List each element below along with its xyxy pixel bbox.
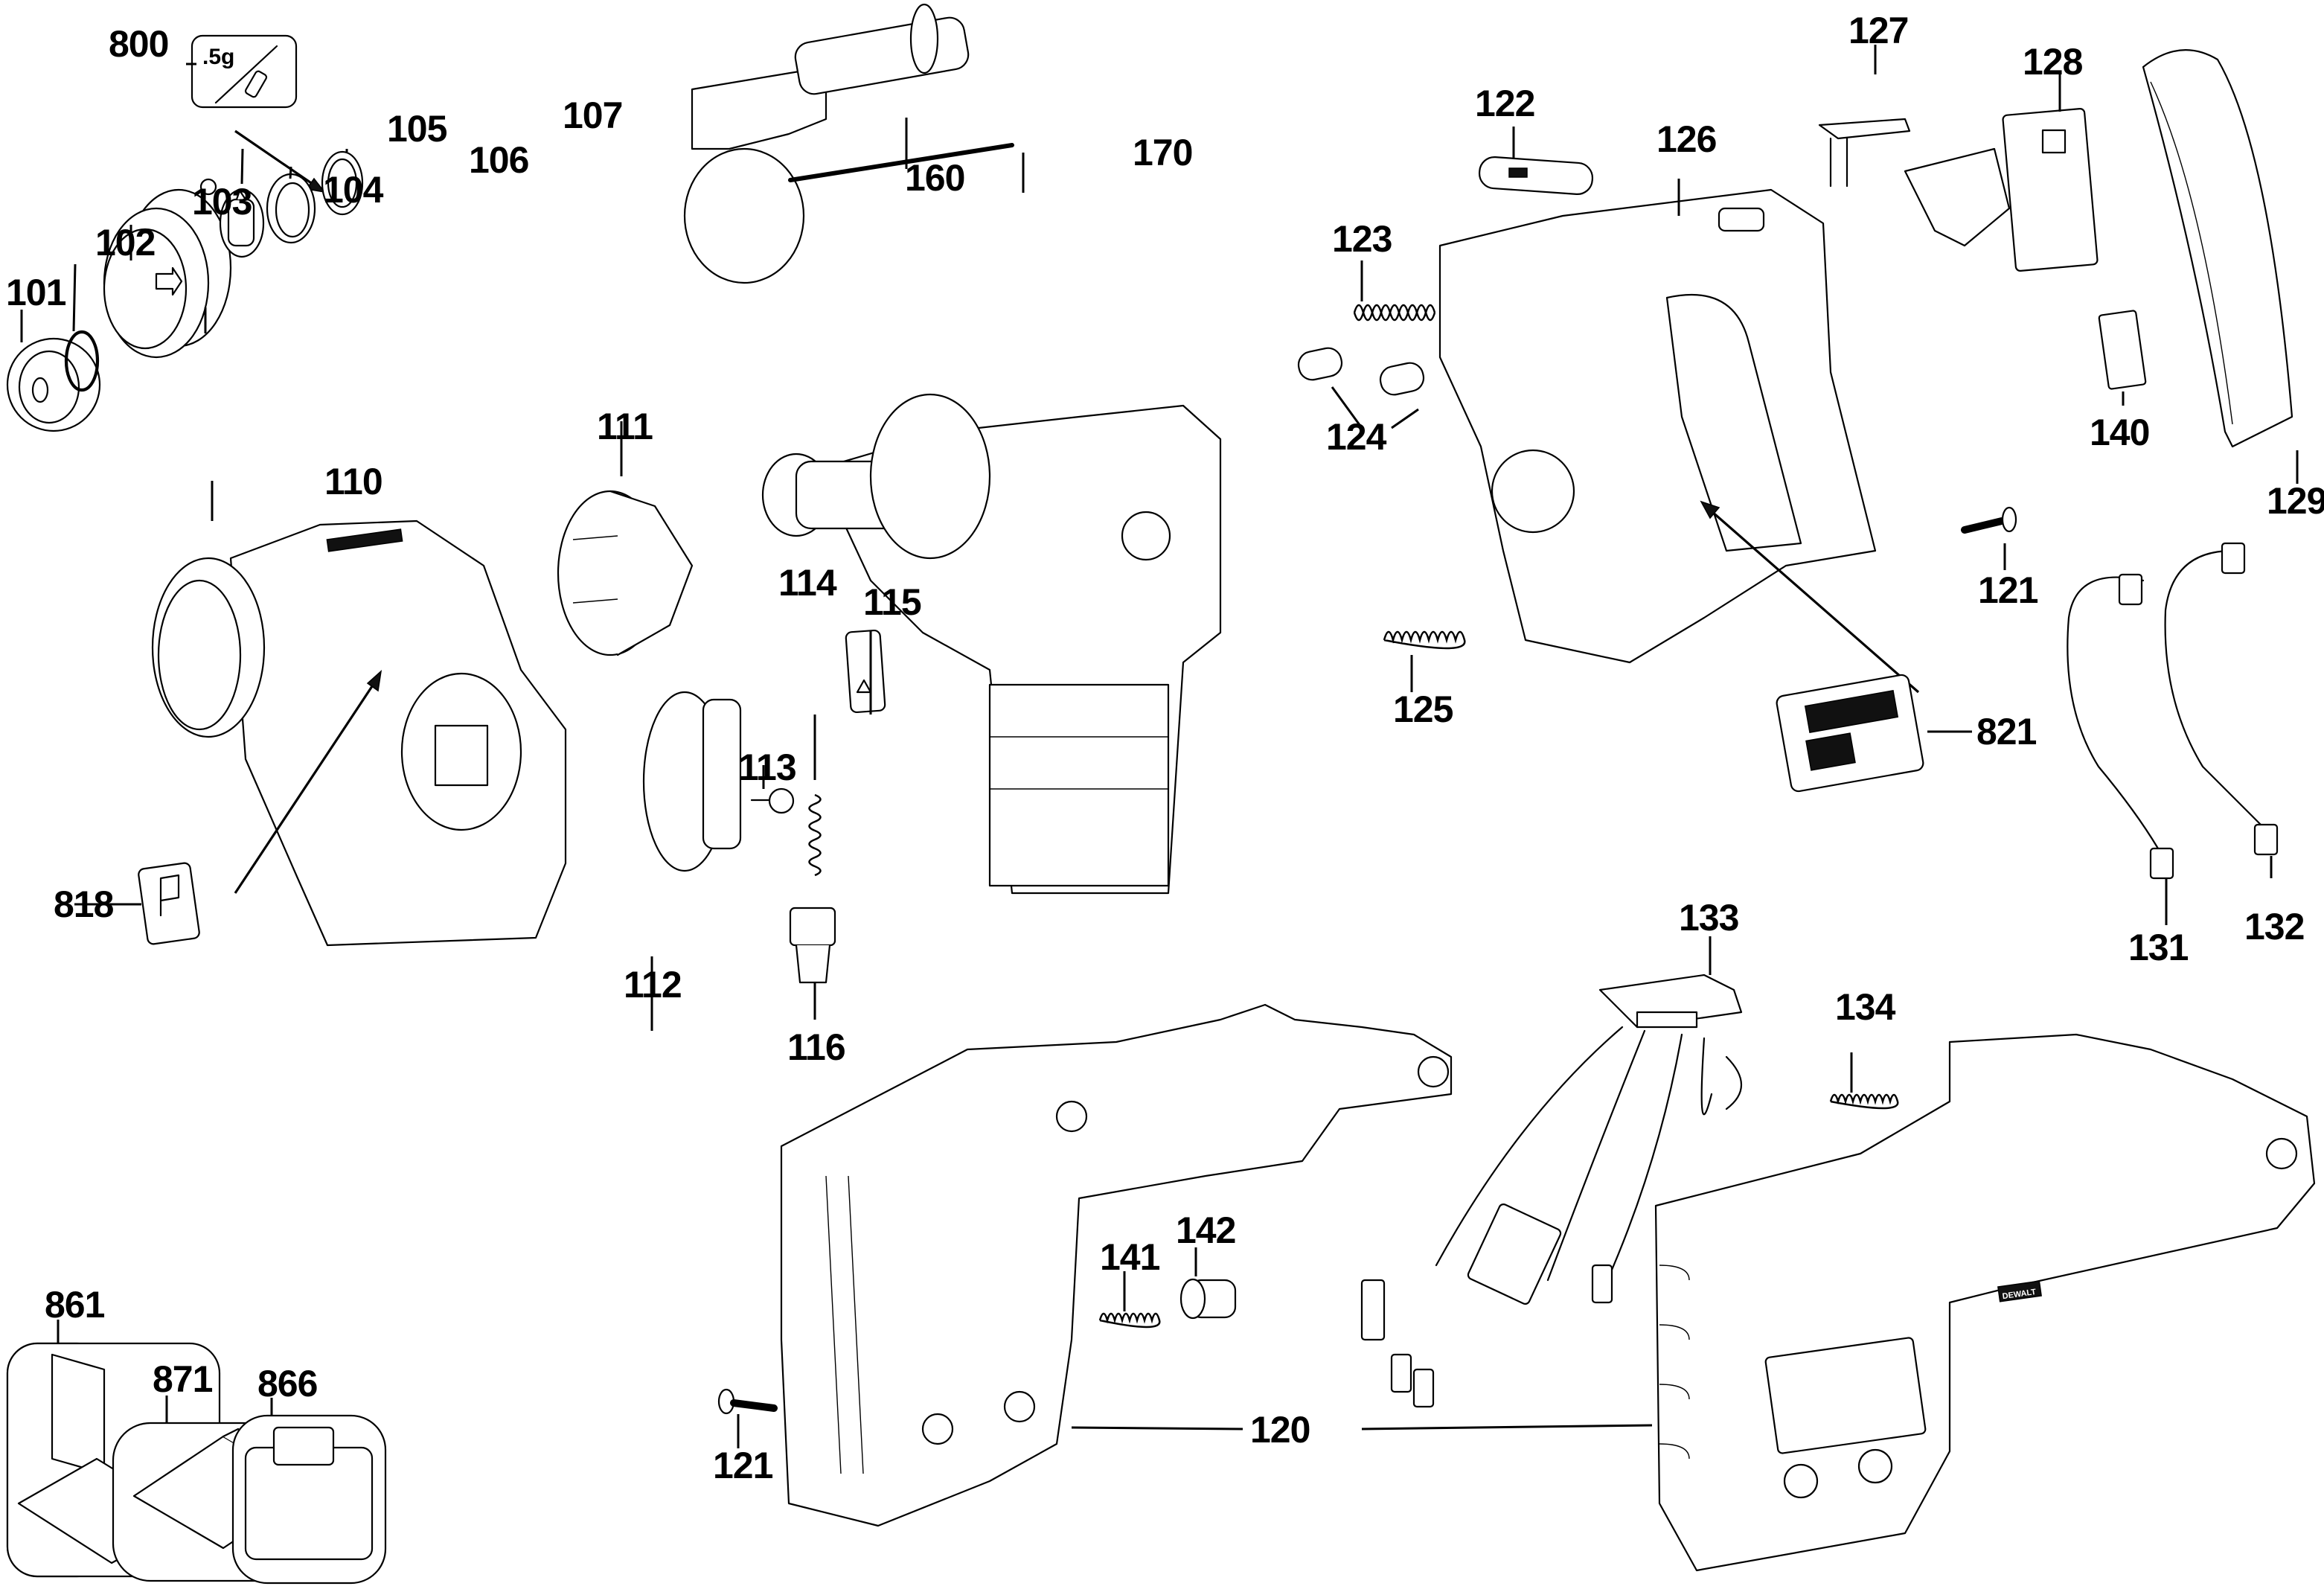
callout-107[interactable]: 107 [563, 95, 623, 136]
part-120-clamshell-housing-left[interactable] [780, 1003, 1453, 1527]
part-103-chuck-sleeve[interactable] [103, 188, 232, 359]
callout-134[interactable]: 134 [1835, 986, 1897, 1028]
part-140-damper[interactable] [2098, 310, 2147, 390]
callout-116[interactable]: 116 [787, 1026, 846, 1068]
callout-821[interactable]: 821 [1976, 711, 2037, 752]
callout-115[interactable]: 115 [863, 581, 922, 623]
part-120-clamshell-housing-right[interactable]: DEWALT [1654, 1033, 2316, 1572]
part-821-nameplate-label[interactable] [1776, 674, 1924, 793]
callout-131[interactable]: 131 [2128, 927, 2189, 968]
callout-122[interactable]: 122 [1475, 83, 1535, 124]
part-141-spring[interactable] [1098, 1312, 1161, 1329]
callout-133[interactable]: 133 [1679, 897, 1739, 939]
part-134-spring[interactable] [1829, 1093, 1899, 1110]
callout-125[interactable]: 125 [1393, 688, 1454, 730]
callout-111[interactable]: 111 [597, 406, 653, 447]
leader-lines [20, 45, 2299, 1448]
part-122-foam-pad[interactable] [1478, 156, 1594, 196]
part-126-handle-housing[interactable] [1438, 188, 1877, 664]
callout-104[interactable]: 104 [323, 169, 385, 211]
part-102-retaining-ring-inner [65, 331, 98, 391]
part-125-spring[interactable] [1383, 630, 1466, 650]
part-821-pointer-arrow [1704, 505, 1920, 694]
part-142-bushing[interactable] [1179, 1278, 1237, 1320]
callout-labels: 800 101 102 103 104 105 106 107 160 170 … [6, 10, 2324, 1486]
callout-140[interactable]: 140 [2090, 412, 2150, 453]
motor-gearbox-assembly [761, 393, 1222, 895]
callout-121[interactable]: 121 [1978, 569, 2039, 611]
part-866-battery-pack[interactable] [231, 1414, 387, 1585]
callout-866[interactable]: 866 [257, 1363, 318, 1404]
part-131-lead-wire[interactable] [2067, 576, 2163, 872]
part-102-retaining-ring[interactable] [64, 330, 100, 392]
arrowhead [1700, 500, 1720, 520]
part-133-electronic-module[interactable] [1360, 974, 1743, 1408]
callout-818[interactable]: 818 [54, 883, 115, 925]
part-116-selector-plunger[interactable] [789, 907, 836, 984]
part-129-handle-cover[interactable] [2142, 49, 2293, 448]
part-123-spring-body [1353, 309, 1436, 322]
callout-132[interactable]: 132 [2244, 906, 2305, 947]
part-160-side-handle[interactable] [683, 3, 970, 284]
callout-170[interactable]: 170 [1133, 132, 1193, 173]
part-104-ball[interactable] [199, 178, 217, 196]
part-106-spring-ring[interactable] [266, 173, 316, 244]
part-121-screw[interactable] [717, 1388, 778, 1415]
part-121-screw[interactable] [1961, 506, 2017, 534]
callout-112[interactable]: 112 [624, 964, 682, 1006]
callout-861[interactable]: 861 [45, 1284, 106, 1326]
callout-114[interactable]: 114 [778, 562, 838, 604]
callout-106[interactable]: 106 [469, 139, 529, 181]
callout-160[interactable]: 160 [905, 157, 965, 199]
part-131-connector [2118, 573, 2143, 606]
lubricant-kit-label: .5g [202, 45, 234, 69]
part-113-pin[interactable] [750, 787, 795, 814]
part-112-mode-selector-knob[interactable] [642, 691, 742, 872]
part-123-spring[interactable] [1353, 304, 1436, 316]
callout-110[interactable]: 110 [324, 461, 383, 502]
part-107-washer[interactable] [321, 150, 364, 216]
arrowhead [366, 670, 382, 692]
callout-101[interactable]: 101 [6, 272, 67, 313]
part-818-gear-housing-label[interactable] [138, 862, 200, 945]
callout-800[interactable]: 800 [109, 23, 169, 65]
callout-121-bottom[interactable]: 121 [713, 1445, 774, 1486]
dewalt-logo: DEWALT [1997, 1280, 2042, 1302]
part-101-nose-cap[interactable] [6, 337, 101, 432]
part-800-lubricant-kit[interactable]: .5g [191, 34, 298, 109]
callout-105[interactable]: 105 [387, 108, 448, 150]
part-110-gear-housing[interactable] [151, 520, 567, 947]
part-800-pointer-arrow [234, 130, 321, 191]
part-111-selector-ring[interactable] [557, 490, 694, 656]
part-170-depth-rod[interactable] [788, 143, 1014, 182]
part-132-connector [2253, 823, 2279, 856]
part-131-connector [2149, 847, 2174, 880]
callout-129[interactable]: 129 [2267, 480, 2324, 522]
callout-120[interactable]: 120 [1250, 1409, 1310, 1451]
part-124-bushing[interactable] [1296, 345, 1427, 397]
part-132-lead-wire[interactable] [2164, 549, 2271, 850]
part-127-switch-clip[interactable] [1818, 118, 1911, 188]
callout-103[interactable]: 103 [192, 181, 252, 223]
callout-123[interactable]: 123 [1332, 218, 1392, 260]
callout-142[interactable]: 142 [1176, 1209, 1236, 1251]
part-128-trigger-switch[interactable] [1904, 108, 2099, 272]
part-105-ball-cage[interactable] [219, 188, 265, 258]
callout-141[interactable]: 141 [1100, 1236, 1161, 1278]
callout-126[interactable]: 126 [1656, 118, 1717, 160]
callout-113[interactable]: 113 [738, 747, 797, 788]
callout-102[interactable]: 102 [95, 222, 156, 263]
callout-871[interactable]: 871 [153, 1358, 214, 1400]
part-114-spring[interactable] [808, 793, 822, 877]
part-818-pointer-arrow [234, 677, 380, 894]
part-115-selector-lever[interactable] [845, 629, 886, 714]
part-132-connector [2221, 542, 2246, 575]
callout-127[interactable]: 127 [1848, 10, 1909, 51]
callout-128[interactable]: 128 [2023, 41, 2084, 83]
callout-124[interactable]: 124 [1326, 416, 1388, 458]
